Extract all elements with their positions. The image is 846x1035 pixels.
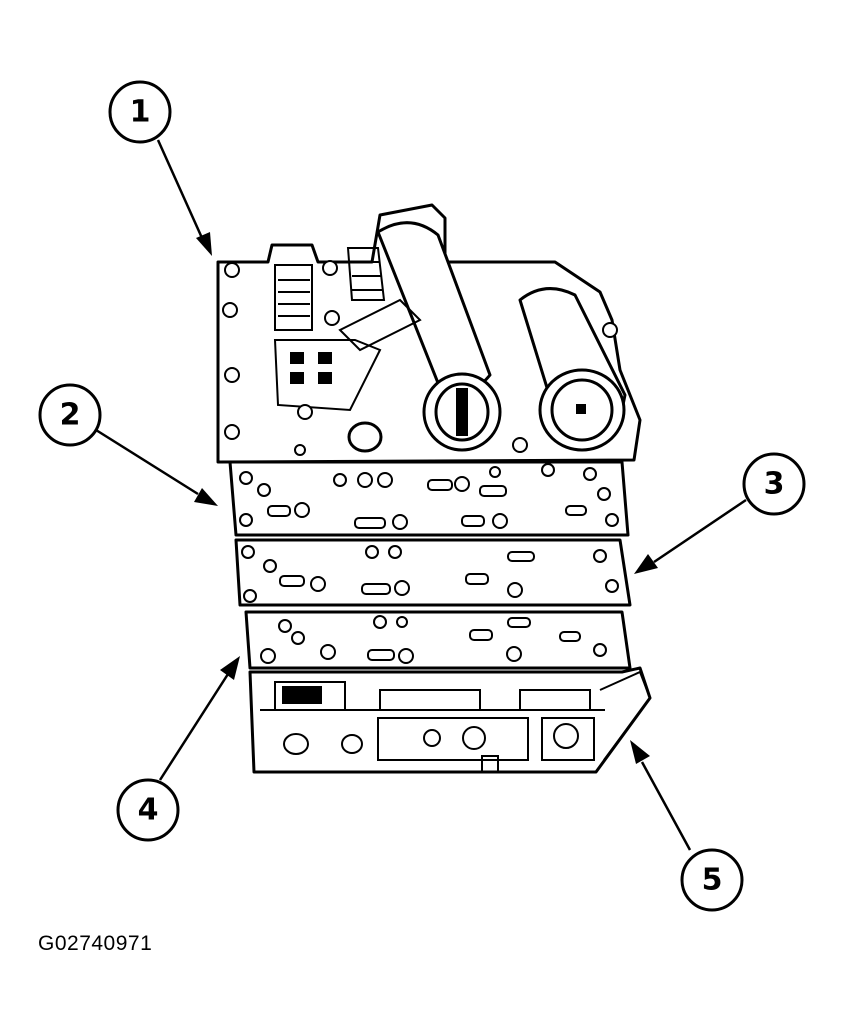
- separator-plate: [234, 538, 632, 607]
- callout-4: 4: [116, 778, 180, 842]
- callout-3-label: 3: [764, 467, 785, 502]
- lower-valve-body: [248, 666, 652, 774]
- callout-1-label: 1: [130, 95, 151, 130]
- upper-valve-body: [216, 203, 642, 464]
- callout-3: 3: [742, 452, 806, 516]
- leader-1: [156, 139, 212, 256]
- figure-code: G02740971: [38, 932, 153, 955]
- leader-4: [158, 656, 240, 781]
- callout-2: 2: [38, 383, 102, 447]
- leader-5: [630, 740, 692, 851]
- callout-5: 5: [680, 848, 744, 912]
- lower-plate: [244, 610, 632, 670]
- leader-3: [634, 498, 747, 574]
- callout-5-label: 5: [702, 863, 723, 898]
- upper-separator-plate: [228, 460, 630, 537]
- callout-4-label: 4: [138, 793, 159, 828]
- leader-2: [95, 428, 218, 506]
- callout-1: 1: [108, 80, 172, 144]
- callout-2-label: 2: [60, 398, 81, 433]
